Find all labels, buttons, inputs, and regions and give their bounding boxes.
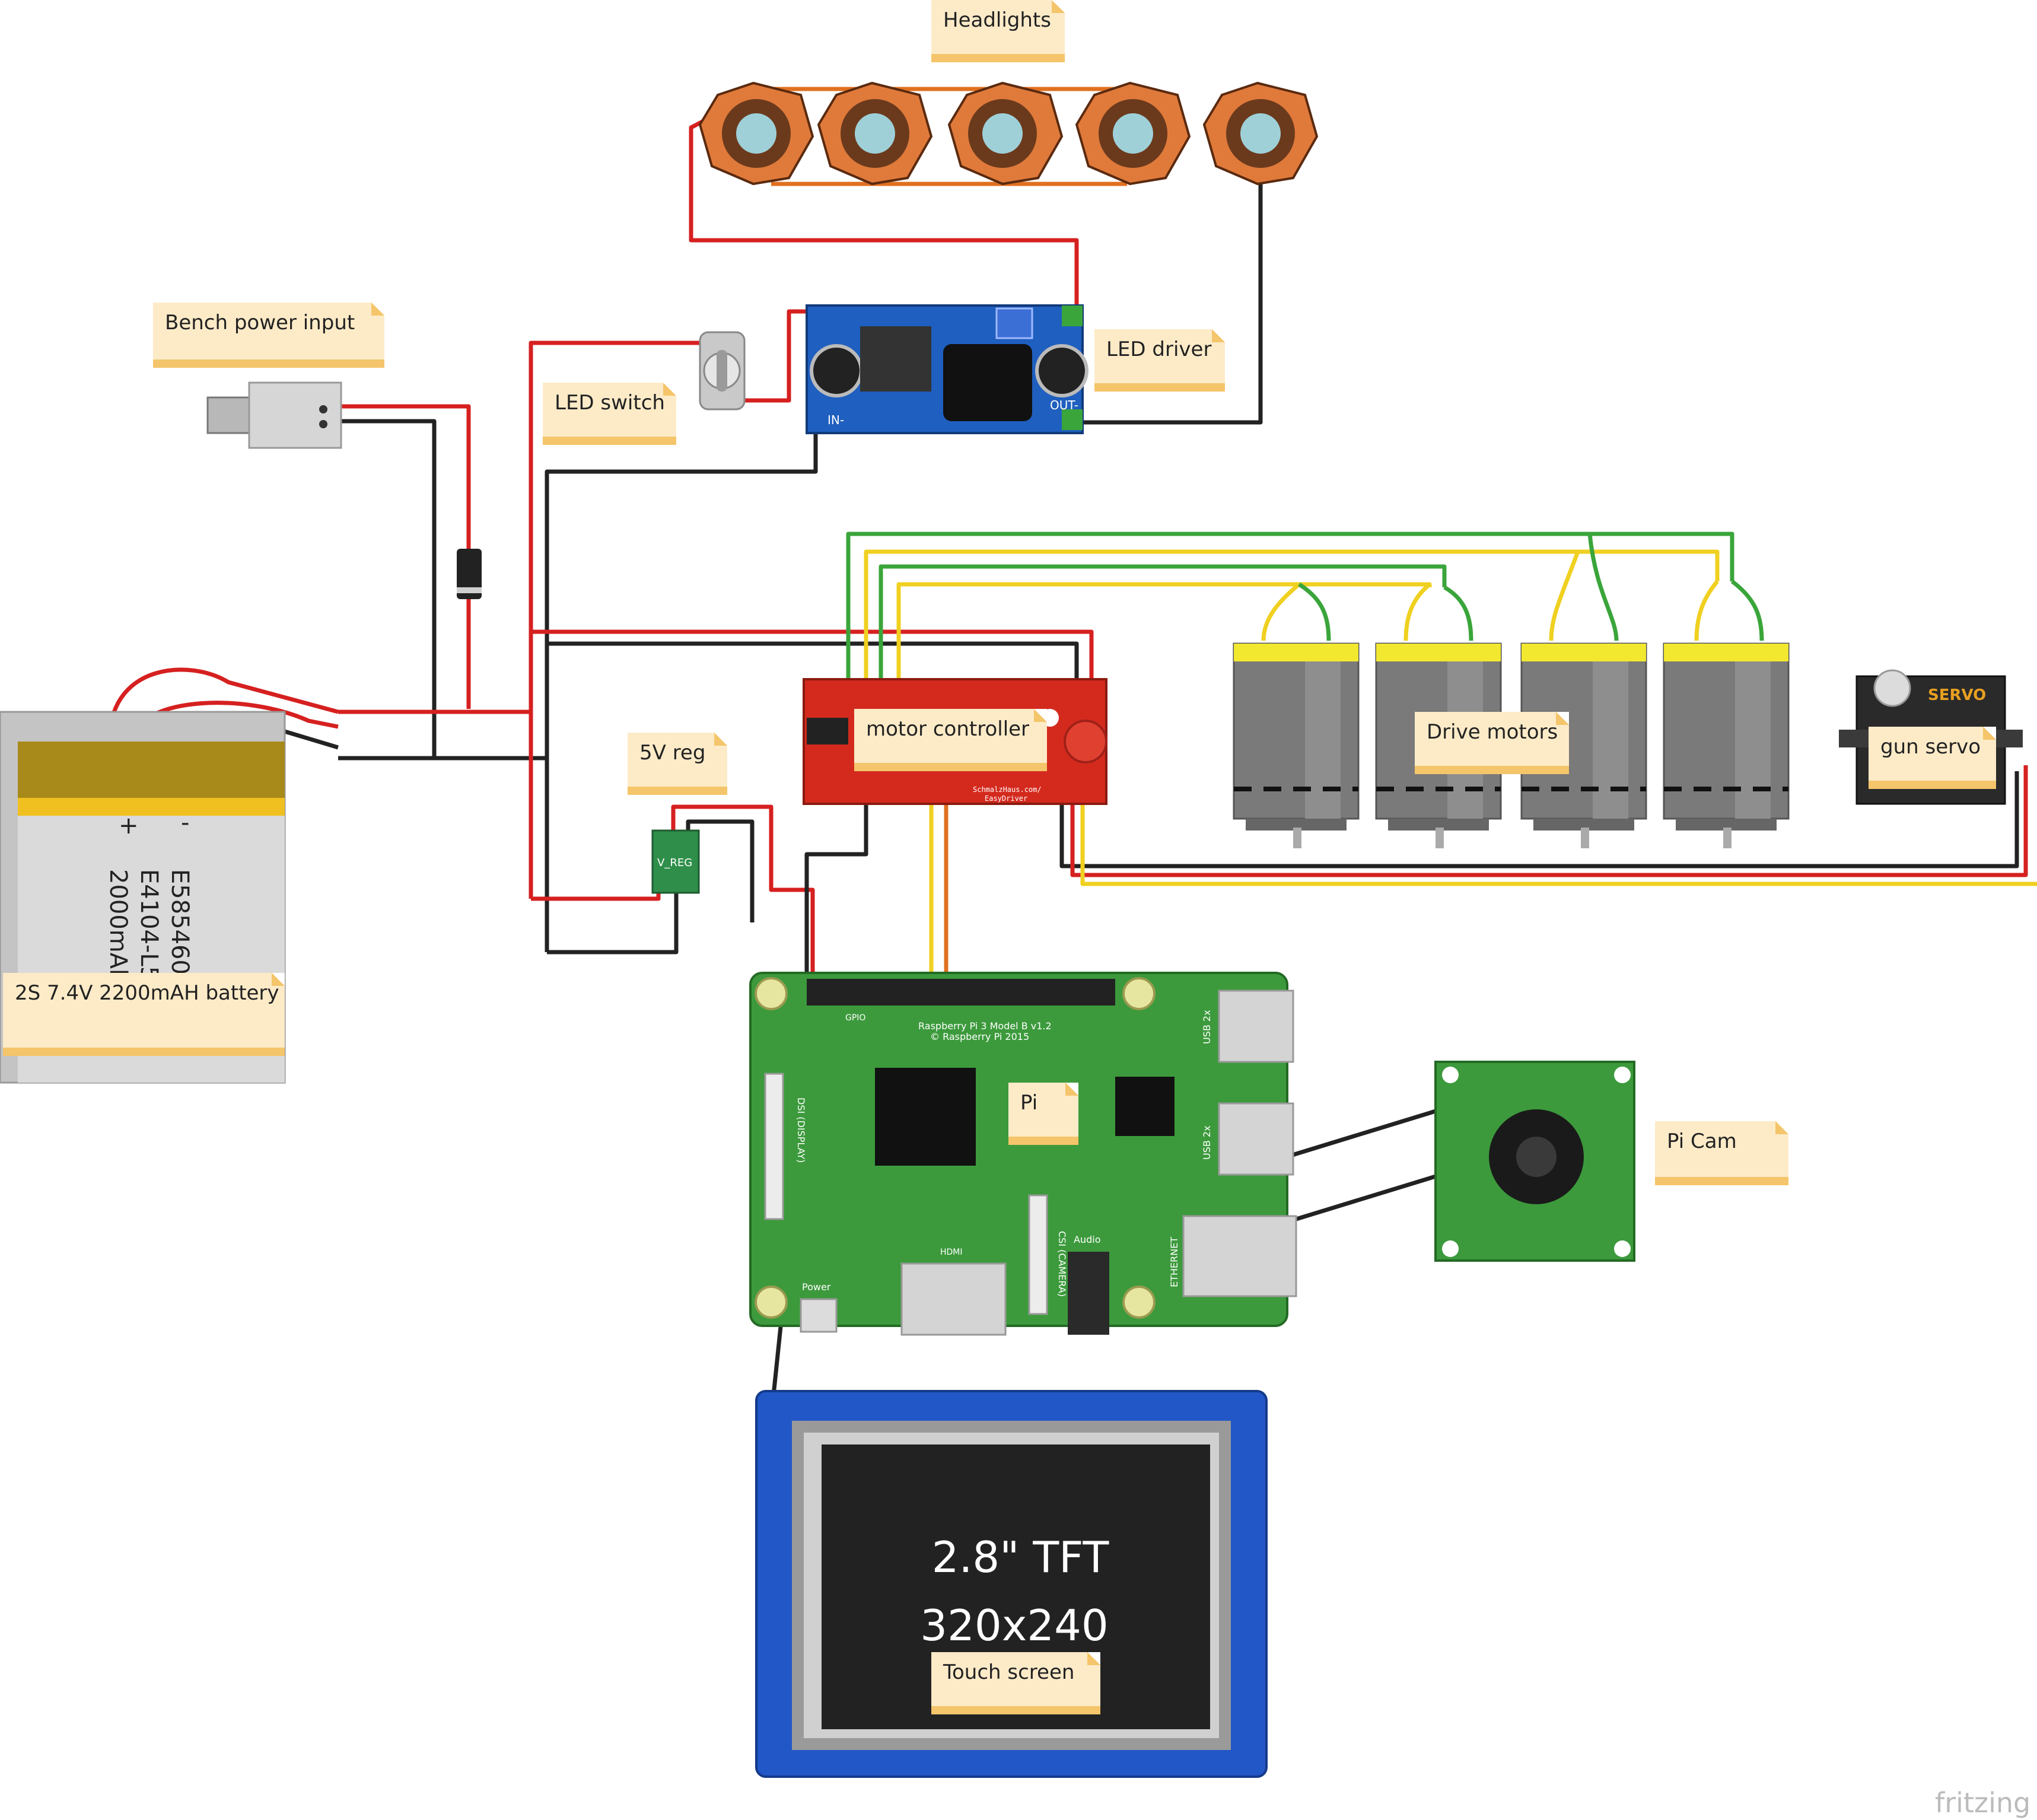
wire-servo-black bbox=[1059, 771, 2019, 868]
label-drive-motors-text: Drive motors bbox=[1427, 720, 1558, 744]
label-bench-power-input-text: Bench power input bbox=[165, 311, 355, 335]
wire-motor-yellow-1 bbox=[864, 549, 1720, 691]
label-touch-screen-text: Touch screen bbox=[943, 1660, 1075, 1684]
servo-brand: SERVO bbox=[1928, 686, 1986, 704]
label-battery: 2S 7.4V 2200mAH battery bbox=[3, 973, 285, 1056]
easydriver-site: SchmalzHaus.com/ bbox=[973, 785, 1042, 794]
wire-motor3-yellow bbox=[1549, 551, 1580, 641]
wire-controller-to-pi-gnd bbox=[804, 798, 868, 991]
pi-copyright-text: © Raspberry Pi 2015 bbox=[930, 1031, 1029, 1042]
wire-controller-red bbox=[531, 629, 1094, 682]
wire-led-negative bbox=[1074, 184, 1263, 425]
wire-motor1-leads bbox=[1261, 583, 1301, 641]
wire-bench-black bbox=[320, 419, 437, 758]
wire-battery-red-1 bbox=[107, 667, 339, 736]
battery-print-line2: E4104-L5 bbox=[135, 869, 163, 981]
label-battery-text: 2S 7.4V 2200mAH battery bbox=[15, 981, 279, 1005]
wires bbox=[107, 87, 2037, 1418]
headlight-led-1 bbox=[698, 81, 814, 186]
label-headlights-text: Headlights bbox=[943, 8, 1051, 32]
label-pi-cam: Pi Cam bbox=[1655, 1121, 1788, 1185]
wire-motor3-green bbox=[1587, 533, 1619, 641]
label-motor-controller-text: motor controller bbox=[866, 717, 1030, 741]
tft-touch-screen: 2.8" TFT 320x240 bbox=[755, 1390, 1268, 1778]
label-bench-power-input: Bench power input bbox=[153, 303, 384, 368]
pi-usb-text-2: USB 2x bbox=[1201, 1125, 1212, 1160]
wire-motor1-green bbox=[1298, 583, 1331, 641]
battery-print-line1: E585460 bbox=[166, 869, 193, 975]
headlight-led-2 bbox=[817, 81, 933, 186]
label-led-driver: LED driver bbox=[1094, 329, 1225, 392]
tft-resolution-text: 320x240 bbox=[920, 1601, 1108, 1650]
raspberry-pi: Raspberry Pi 3 Model B v1.2 © Raspberry … bbox=[749, 972, 1297, 1336]
wire-reg-gnd-black bbox=[547, 872, 679, 954]
battery-minus: - bbox=[181, 809, 189, 836]
tft-size-text: 2.8" TFT bbox=[932, 1532, 1110, 1582]
led-switch[interactable] bbox=[699, 331, 746, 411]
led-driver-out-pin: OUT- bbox=[1050, 398, 1078, 412]
pi-dsi-text: DSI (DISPLAY) bbox=[795, 1097, 807, 1163]
wire-servo-yellow bbox=[1080, 798, 2037, 886]
wire-bench-red bbox=[320, 404, 471, 709]
label-led-switch: LED switch bbox=[543, 383, 676, 445]
led-driver-board: IN- OUT- bbox=[806, 304, 1088, 434]
battery-print-line3: 2000mAh bbox=[104, 869, 132, 984]
label-touch-screen: Touch screen bbox=[931, 1652, 1100, 1714]
pi-gpio-text: GPIO bbox=[845, 1013, 865, 1023]
label-gun-servo-text: gun servo bbox=[1880, 735, 1981, 759]
5v-regulator: V_REG bbox=[651, 829, 700, 894]
wire-switch-to-driver bbox=[741, 309, 816, 403]
pi-hdmi-text: HDMI bbox=[940, 1248, 963, 1257]
label-gun-servo: gun servo bbox=[1869, 727, 1996, 789]
drive-motor-1 bbox=[1233, 642, 1360, 848]
label-drive-motors: Drive motors bbox=[1415, 712, 1569, 774]
label-headlights: Headlights bbox=[931, 0, 1065, 62]
headlight-led-3 bbox=[947, 81, 1064, 186]
regulator-label: V_REG bbox=[657, 857, 692, 869]
motor-controller-board: SchmalzHaus.com/ EasyDriver bbox=[803, 678, 1107, 805]
wire-motor4-green bbox=[1730, 580, 1764, 641]
led-driver-in-pin: IN- bbox=[827, 413, 844, 427]
wire-motor2-yellow bbox=[1403, 583, 1431, 641]
wire-motor2-green bbox=[1443, 585, 1473, 641]
wire-servo-red bbox=[1070, 765, 2028, 877]
label-5v-reg-text: 5V reg bbox=[639, 741, 706, 765]
easydriver-name: EasyDriver bbox=[985, 794, 1027, 803]
wire-motor-green-1 bbox=[846, 532, 1734, 691]
drive-motor-4 bbox=[1663, 642, 1790, 848]
pi-csi-text: CSI (CAMERA) bbox=[1056, 1231, 1068, 1297]
label-5v-reg: 5V reg bbox=[628, 733, 727, 795]
bench-power-jack bbox=[206, 381, 342, 449]
pi-audio-text: Audio bbox=[1074, 1234, 1100, 1245]
headlights bbox=[698, 81, 1319, 186]
pi-cam bbox=[1434, 1061, 1635, 1262]
label-motor-controller: motor controller bbox=[854, 709, 1047, 771]
label-led-switch-text: LED switch bbox=[555, 391, 665, 415]
diode bbox=[457, 549, 482, 599]
fritzing-watermark: fritzing bbox=[1935, 1787, 2030, 1819]
label-pi: Pi bbox=[1008, 1083, 1078, 1145]
pi-power-text: Power bbox=[802, 1281, 831, 1293]
wire-motor4-yellow bbox=[1694, 580, 1719, 641]
label-led-driver-text: LED driver bbox=[1106, 338, 1212, 361]
wire-switch-red bbox=[529, 341, 703, 899]
wire-controller-black bbox=[547, 641, 1079, 682]
pi-ethernet-text: ETHERNET bbox=[1169, 1237, 1180, 1287]
label-pi-cam-text: Pi Cam bbox=[1667, 1129, 1737, 1153]
wire-driver-gnd bbox=[545, 415, 818, 952]
wire-motor-green-2 bbox=[879, 564, 1447, 691]
wire-reg-in-red bbox=[531, 872, 661, 901]
headlight-led-5 bbox=[1202, 81, 1319, 186]
headlight-led-4 bbox=[1075, 81, 1191, 186]
battery-plus: + bbox=[119, 812, 139, 839]
pi-usb-text-1: USB 2x bbox=[1201, 1010, 1212, 1044]
label-pi-text: Pi bbox=[1020, 1091, 1038, 1115]
wire-reg-out-red bbox=[671, 804, 815, 991]
pi-model-text: Raspberry Pi 3 Model B v1.2 bbox=[918, 1020, 1052, 1032]
